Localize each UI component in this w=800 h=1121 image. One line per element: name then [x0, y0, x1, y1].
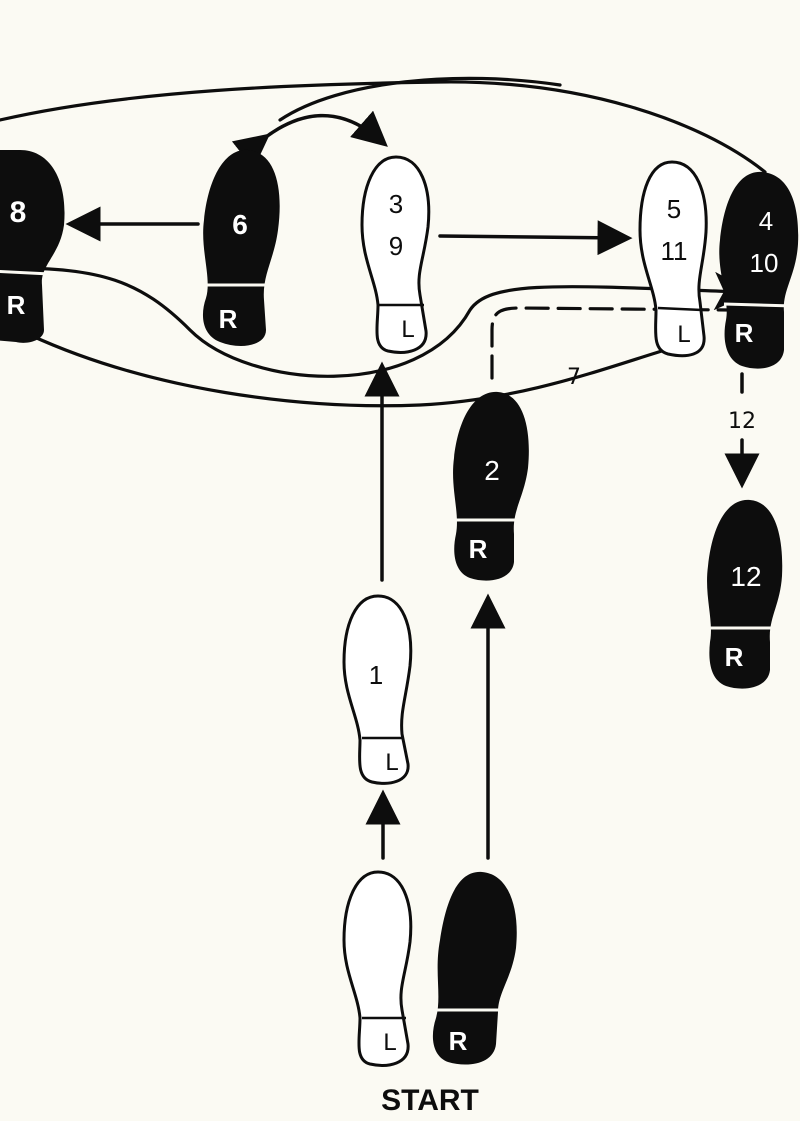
svg-text:3: 3 [389, 189, 403, 219]
svg-text:11: 11 [661, 236, 688, 266]
svg-text:12: 12 [730, 561, 761, 592]
path-arc-3-to-5 [278, 76, 562, 122]
footprint-step-5-11-left: 5 11 L [638, 160, 708, 358]
svg-text:2: 2 [484, 455, 500, 486]
svg-text:R: R [725, 642, 744, 672]
footprint-step-4-10-right: 4 10 R [719, 171, 799, 369]
path-arc-6-3 [231, 110, 388, 169]
svg-text:L: L [385, 749, 398, 776]
footprint-start-left: L [342, 870, 413, 1067]
footprint-step-6-right: 6 R [202, 149, 280, 346]
svg-text:R: R [469, 534, 488, 564]
svg-text:5: 5 [667, 194, 681, 224]
path-label-12: 12 [728, 409, 756, 434]
svg-text:1: 1 [369, 660, 383, 690]
footprint-step-12-right: 12 R [707, 499, 783, 689]
svg-text:R: R [735, 318, 754, 348]
svg-text:R: R [449, 1026, 468, 1056]
path-4-to-8-top-arc [0, 80, 767, 174]
arrow-3-to-5 [438, 220, 633, 256]
footprint-step-8-right: 8 R [0, 150, 65, 343]
svg-text:9: 9 [389, 231, 403, 261]
svg-text:6: 6 [232, 209, 248, 240]
start-label: START [381, 1084, 479, 1117]
footprint-step-2-right: 2 R [453, 391, 529, 581]
svg-text:L: L [677, 321, 690, 348]
svg-text:R: R [219, 304, 238, 334]
footprint-start-right: R [432, 871, 517, 1065]
svg-text:4: 4 [759, 206, 773, 236]
svg-text:10: 10 [750, 248, 779, 278]
footprint-step-3-9-left: 3 9 L [360, 155, 431, 354]
svg-text:L: L [401, 316, 414, 343]
path-2-to-4-dashed [490, 306, 732, 380]
path-label-7: 7 [567, 365, 581, 390]
svg-text:L: L [383, 1029, 396, 1056]
svg-text:8: 8 [10, 196, 27, 229]
svg-text:R: R [7, 290, 26, 320]
footprint-step-1-left: 1 L [342, 594, 413, 785]
path-8-sweep-back [28, 333, 667, 408]
path-8-to-4-lower-curve [8, 266, 753, 378]
